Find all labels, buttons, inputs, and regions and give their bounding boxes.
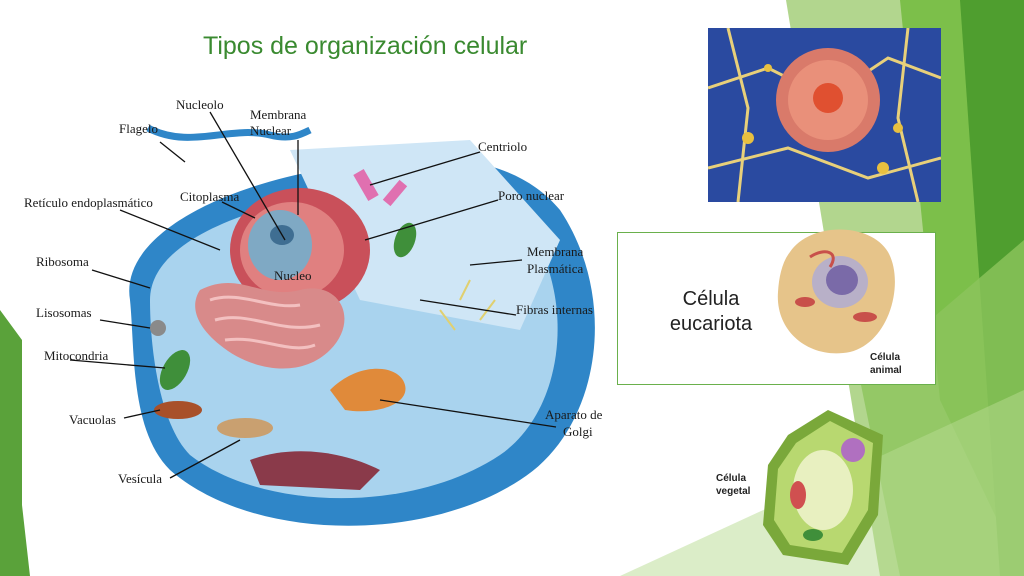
- label-reticulo-endoplasmatico: Retículo endoplasmático: [24, 195, 153, 210]
- plant-cell-label-line1: Célula: [716, 473, 747, 484]
- animal-cell-image: [777, 229, 895, 354]
- label-vesicula: Vesícula: [118, 471, 163, 486]
- plant-cell-label-line2: vegetal: [716, 486, 751, 497]
- label-ribosoma: Ribosoma: [36, 254, 89, 269]
- label-centriolo: Centriolo: [478, 139, 528, 154]
- label-membrana-plasmatica-1: Membrana: [527, 244, 584, 259]
- label-citoplasma: Citoplasma: [180, 189, 240, 204]
- eukaryote-title-line1: Célula: [682, 288, 740, 310]
- label-mitocondria: Mitocondria: [44, 348, 109, 363]
- animal-cell-label: Célula animal: [870, 351, 902, 377]
- slide-title: Tipos de organización celular: [203, 32, 528, 60]
- label-lisosomas: Lisosomas: [36, 305, 92, 320]
- animal-cell-label-line2: animal: [870, 365, 902, 376]
- plant-cell-label: Célula vegetal: [716, 472, 750, 498]
- plant-cell-image: [763, 410, 883, 565]
- eukaryote-title-line2: eucariota: [669, 313, 753, 335]
- label-vacuolas: Vacuolas: [69, 412, 116, 427]
- microscope-cell-photo: [708, 28, 941, 202]
- label-membrana-plasmatica-2: Plasmática: [527, 261, 584, 276]
- label-poro-nuclear: Poro nuclear: [498, 188, 565, 203]
- animal-cell-diagram: [69, 111, 595, 526]
- label-nucleolo: Nucleolo: [176, 97, 224, 112]
- label-aparato-golgi-2: Golgi: [563, 424, 593, 439]
- label-nucleo: Nucleo: [274, 268, 312, 283]
- label-fibras-internas: Fibras internas: [516, 302, 593, 317]
- label-membrana-nuclear-1: Membrana: [250, 107, 307, 122]
- label-flagelo: Flagelo: [119, 121, 158, 136]
- animal-cell-label-line1: Célula: [870, 352, 901, 363]
- label-membrana-nuclear-2: Nuclear: [250, 123, 292, 138]
- eukaryote-title: Célula eucariota: [659, 287, 763, 337]
- label-aparato-golgi-1: Aparato de: [545, 407, 603, 422]
